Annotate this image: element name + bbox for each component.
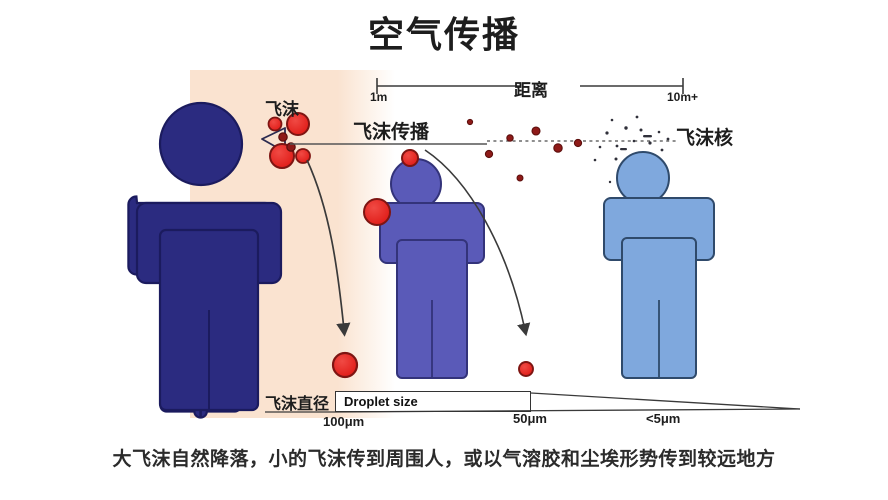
droplet-size-wedge (265, 391, 801, 413)
droplet-size-box (335, 391, 531, 412)
figure-source-person (127, 101, 283, 419)
droplet-label: 飞沫 (265, 100, 299, 119)
size-tick-50um: 50μm (513, 411, 547, 426)
droplet-size-label: 飞沫直径 (265, 396, 330, 413)
page-caption: 大飞沫自然降落，小的飞沫传到周围人，或以气溶胶和尘埃形势传到较远地方 (112, 449, 776, 470)
trajectory-large-droplet (306, 159, 359, 379)
droplet-size-box-label: Droplet size (344, 394, 418, 409)
settled-large-droplet (331, 351, 359, 379)
trajectory-medium-droplet (424, 149, 534, 377)
droplet-cluster-source (267, 112, 311, 169)
droplet-transmission-label: 飞沫传播 (353, 122, 430, 143)
size-tick-5um: <5μm (646, 411, 681, 426)
distance-ruler (376, 78, 684, 94)
figure-far-person (603, 151, 715, 379)
distance-tick-right: 10m+ (667, 90, 699, 104)
droplets-on-near-person (363, 149, 419, 226)
distance-ruler-label: 距离 (514, 81, 548, 100)
droplet-nuclei-label: 飞沫核 (676, 128, 734, 149)
page-title: 空气传播 (367, 14, 520, 55)
distance-tick-left: 1m (370, 90, 388, 104)
droplets-midrange (466, 118, 583, 182)
size-tick-100um: 100μm (323, 414, 365, 429)
figure-near-person (379, 158, 485, 379)
settled-medium-droplet (518, 361, 534, 377)
droplet-transmission-line (290, 140, 676, 145)
